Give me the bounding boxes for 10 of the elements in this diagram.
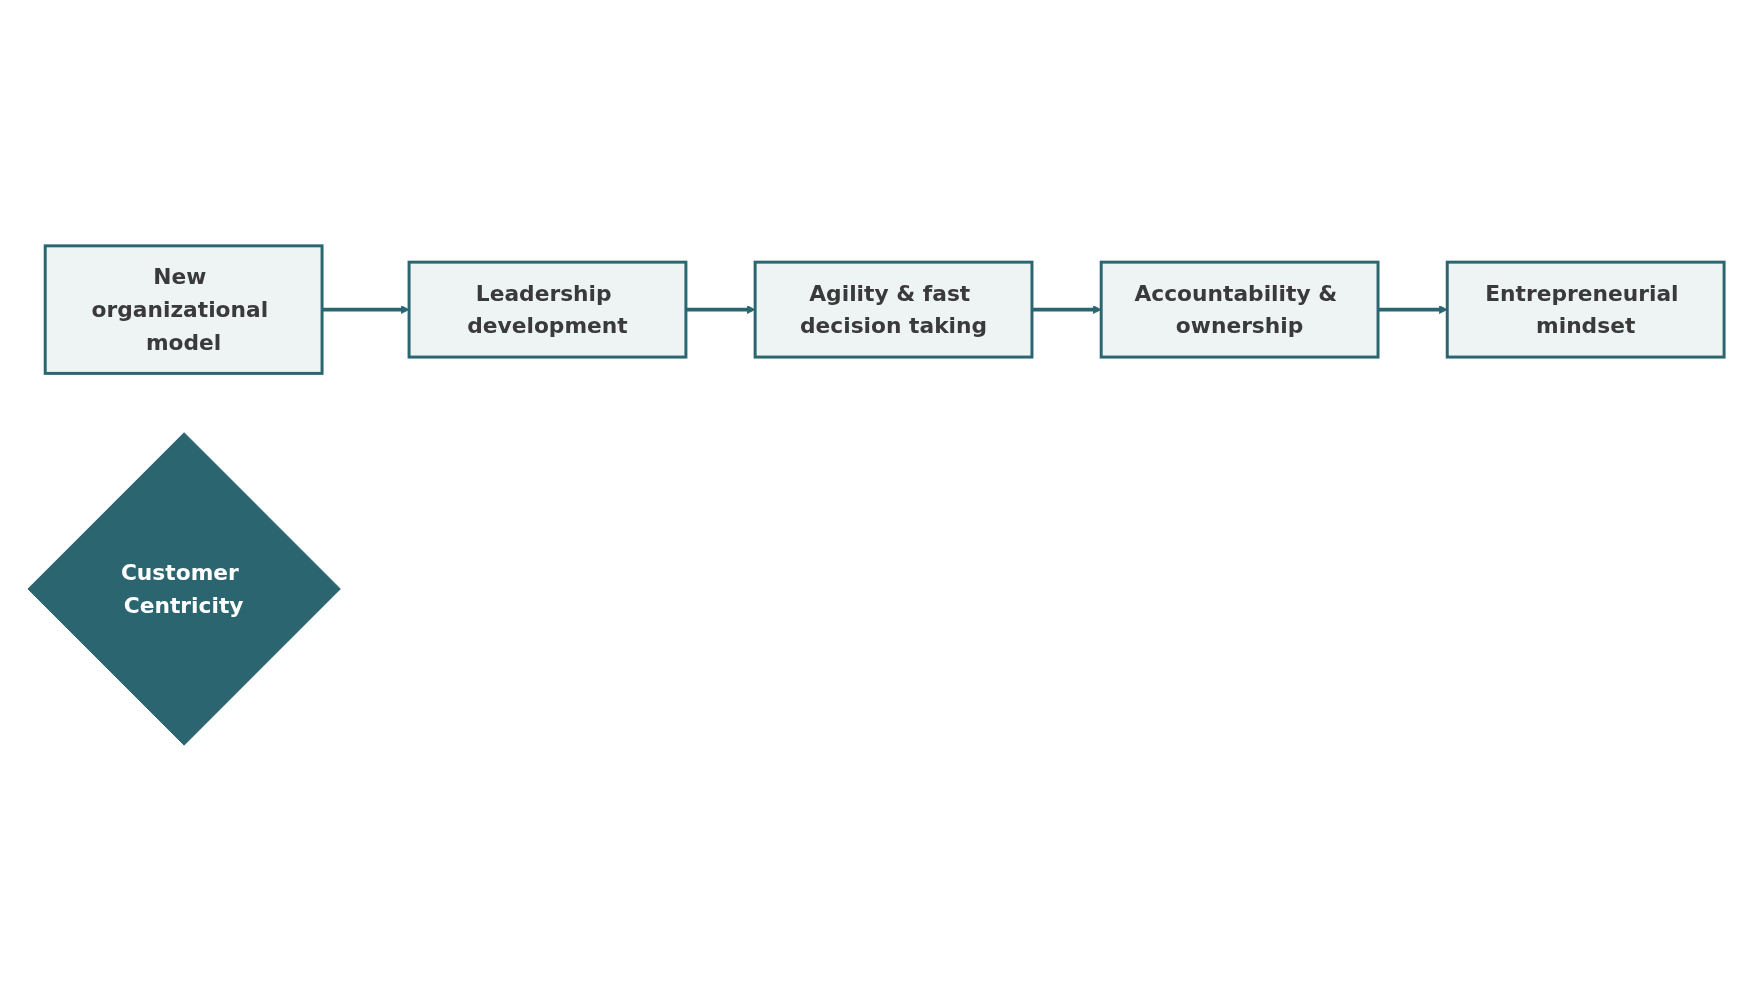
node-box: Leadership development	[407, 260, 688, 359]
arrow	[1378, 305, 1448, 314]
node-diamond: Customer Centricity	[27, 432, 341, 746]
node-box: Accountability & ownership	[1099, 260, 1380, 359]
node-box: New organizational model	[43, 244, 324, 375]
arrow	[1031, 305, 1102, 314]
arrow	[322, 305, 410, 314]
arrow	[685, 305, 756, 314]
node-box: Entrepreneurial mindset	[1445, 260, 1726, 359]
node-box: Agility & fast decision taking	[753, 260, 1034, 359]
